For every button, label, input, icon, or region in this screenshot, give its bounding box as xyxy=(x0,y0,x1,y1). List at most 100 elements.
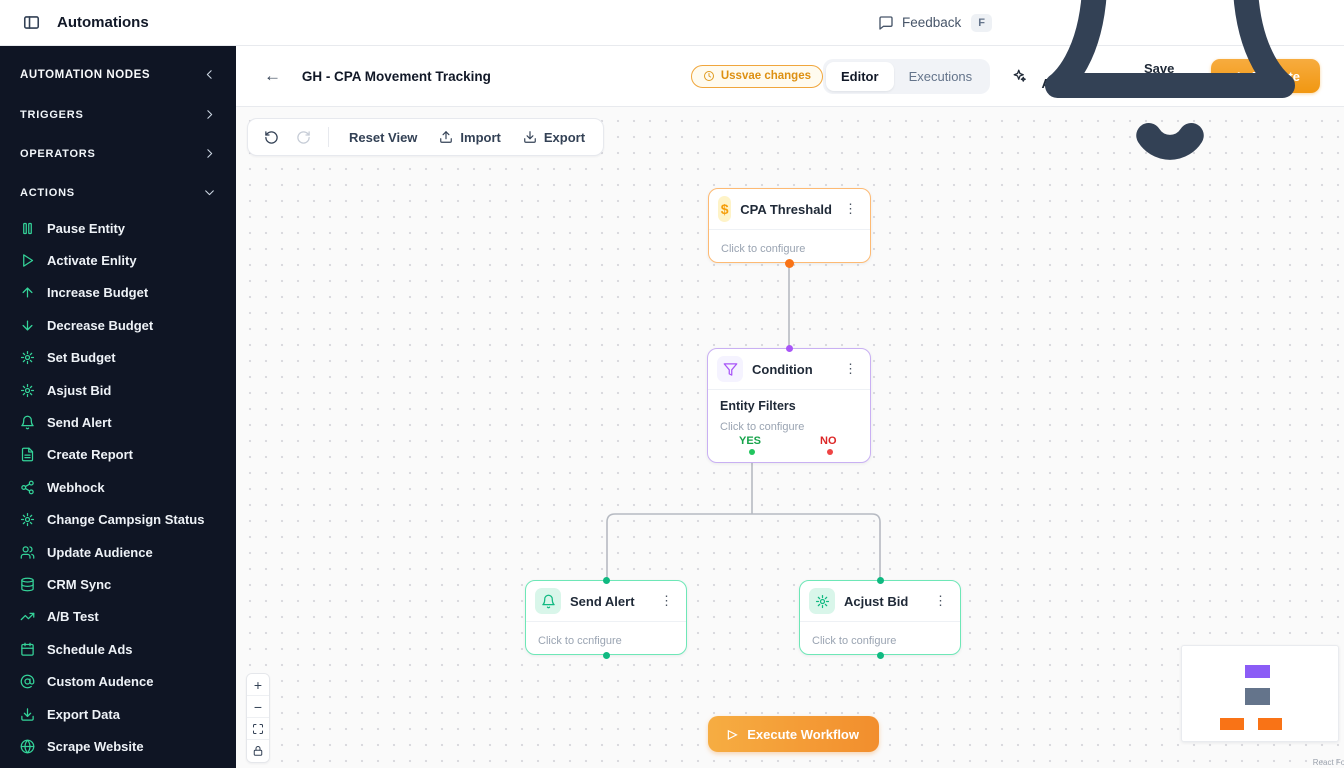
handle-condition-input[interactable] xyxy=(785,344,793,352)
sidebar-item-set-budget[interactable]: Set Budget xyxy=(0,342,236,374)
sidebar-item-custom-audence[interactable]: Custom Audence xyxy=(0,665,236,697)
sidebar-item-label: Asjust Bid xyxy=(47,382,112,398)
sidebar-item-export-data[interactable]: Export Data xyxy=(0,698,236,730)
sidebar-toggle-icon[interactable] xyxy=(22,13,41,32)
node-send-alert[interactable]: Send Alert ⋮ Click to ccnfigure xyxy=(525,580,687,655)
file-text-icon xyxy=(20,447,35,462)
tab-executions[interactable]: Executions xyxy=(894,62,988,91)
handle-cpa-output[interactable] xyxy=(784,258,794,268)
sidebar-item-increase-budget[interactable]: Increase Budget xyxy=(0,277,236,309)
minimap-node-condition xyxy=(1245,665,1270,678)
notifications-button[interactable]: 2 xyxy=(1020,0,1320,173)
chat-icon xyxy=(878,15,894,31)
node-menu-icon[interactable]: ⋮ xyxy=(844,201,857,216)
calendar-icon xyxy=(20,642,35,657)
handle-adjust-bid-output[interactable] xyxy=(876,651,884,659)
minimap-node-gray xyxy=(1245,688,1270,705)
handle-no-output[interactable] xyxy=(826,449,833,455)
sidebar-item-a-b-test[interactable]: A/B Test xyxy=(0,601,236,633)
chevron-down-icon xyxy=(203,186,216,199)
execute-workflow-button[interactable]: ▷ Execute Workflow xyxy=(708,716,879,752)
sidebar-section-actions[interactable]: ACTIONS xyxy=(0,173,236,212)
gear-icon xyxy=(809,588,835,614)
sidebar-item-label: Schedule Ads xyxy=(47,641,133,657)
sidebar-item-update-audience[interactable]: Update Audience xyxy=(0,536,236,568)
sidebar-item-label: Export Data xyxy=(47,706,120,722)
gear-icon xyxy=(20,383,35,398)
sidebar-item-create-report[interactable]: Create Report xyxy=(0,439,236,471)
at-sign-icon xyxy=(20,674,35,689)
feedback-button[interactable]: Feedback F xyxy=(878,13,992,32)
clock-icon xyxy=(703,70,715,82)
redo-icon xyxy=(296,130,311,145)
sidebar-item-label: Custom Audence xyxy=(47,674,154,690)
pause-icon xyxy=(20,221,35,236)
workflow-canvas[interactable]: Reset View Import Export $ CPA Threshald… xyxy=(236,107,1344,768)
users-icon xyxy=(20,545,35,560)
minimap-node-orange-left xyxy=(1220,718,1244,730)
sidebar-item-label: Create Report xyxy=(47,447,133,463)
bell-icon xyxy=(20,415,35,430)
lock-icon xyxy=(252,745,264,757)
node-cpa-threshold[interactable]: $ CPA Threshald ⋮ Click to configure xyxy=(708,188,871,263)
redo-button[interactable] xyxy=(288,123,318,151)
zoom-out-button[interactable]: − xyxy=(247,696,269,718)
zoom-controls: + − xyxy=(246,673,270,763)
react-flow-attribution: React Fow xyxy=(1312,758,1344,767)
handle-adjust-bid-input[interactable] xyxy=(876,576,884,584)
sidebar-item-scrape-website[interactable]: Scrape Website xyxy=(0,730,236,762)
undo-button[interactable] xyxy=(256,123,286,151)
import-button[interactable]: Import xyxy=(429,123,510,151)
sidebar-item-decrease-budget[interactable]: Decrease Budget xyxy=(0,309,236,341)
sidebar-item-label: Send Alert xyxy=(47,415,112,431)
handle-yes-output[interactable] xyxy=(748,449,755,455)
play-icon: ▷ xyxy=(728,727,738,741)
sidebar-section-operators[interactable]: OPERATORS xyxy=(0,134,236,173)
sidebar-item-schedule-ads[interactable]: Schedule Ads xyxy=(0,633,236,665)
handle-send-alert-input[interactable] xyxy=(602,576,610,584)
sidebar-item-label: CRM Sync xyxy=(47,576,112,592)
workflow-title: GH - CPA Movement Tracking xyxy=(301,68,491,84)
minimap[interactable] xyxy=(1181,645,1339,742)
app-title: Automations xyxy=(57,14,149,31)
reset-view-button[interactable]: Reset View xyxy=(339,123,427,151)
sidebar-item-change-campsign-status[interactable]: Change Campsign Status xyxy=(0,504,236,536)
gear-icon xyxy=(20,350,35,365)
node-menu-icon[interactable]: ⋮ xyxy=(844,361,857,376)
node-condition[interactable]: Condition ⋮ Entity Filters Click to conf… xyxy=(707,348,871,463)
sparkles-icon xyxy=(1011,68,1026,84)
sidebar-header: AUTOMATION NODES xyxy=(0,46,236,95)
node-menu-icon[interactable]: ⋮ xyxy=(660,593,673,608)
zoom-in-button[interactable]: + xyxy=(247,674,269,696)
sidebar-item-pause-entity[interactable]: Pause Entity xyxy=(0,212,236,244)
fit-view-button[interactable] xyxy=(247,718,269,740)
upload-icon xyxy=(439,130,453,144)
sidebar-item-activate-enlity[interactable]: Activate Enlity xyxy=(0,244,236,276)
no-branch-label: NO xyxy=(820,435,837,447)
chevron-right-icon xyxy=(203,108,216,121)
sidebar-item-label: Update Audience xyxy=(47,544,153,560)
sidebar-item-crm-sync[interactable]: CRM Sync xyxy=(0,568,236,600)
export-button[interactable]: Export xyxy=(513,123,595,151)
sidebar-item-webhock[interactable]: Webhock xyxy=(0,471,236,503)
sidebar-item-asjust-bid[interactable]: Asjust Bid xyxy=(0,374,236,406)
node-menu-icon[interactable]: ⋮ xyxy=(934,593,947,608)
trending-up-icon xyxy=(20,609,35,624)
handle-send-alert-output[interactable] xyxy=(602,651,610,659)
sidebar-item-label: Set Budget xyxy=(47,350,116,366)
canvas-toolbar: Reset View Import Export xyxy=(247,118,605,156)
unsaved-changes-badge: Ussvae changes xyxy=(690,64,823,88)
download-icon xyxy=(523,130,537,144)
sidebar-section-triggers[interactable]: TRIGGERS xyxy=(0,95,236,134)
node-adjust-bid[interactable]: Acjust Bid ⋮ Click to configure xyxy=(799,580,961,655)
collapse-sidebar-icon[interactable] xyxy=(203,68,216,81)
webhook-icon xyxy=(20,480,35,495)
lock-button[interactable] xyxy=(247,740,269,762)
bell-icon xyxy=(1020,0,1320,173)
sidebar-item-send-alert[interactable]: Send Alert xyxy=(0,406,236,438)
tab-editor[interactable]: Editor xyxy=(826,61,894,91)
sidebar-item-label: A/B Test xyxy=(47,609,99,625)
back-arrow-icon[interactable]: ← xyxy=(264,66,281,85)
toolbar-divider xyxy=(328,127,329,147)
